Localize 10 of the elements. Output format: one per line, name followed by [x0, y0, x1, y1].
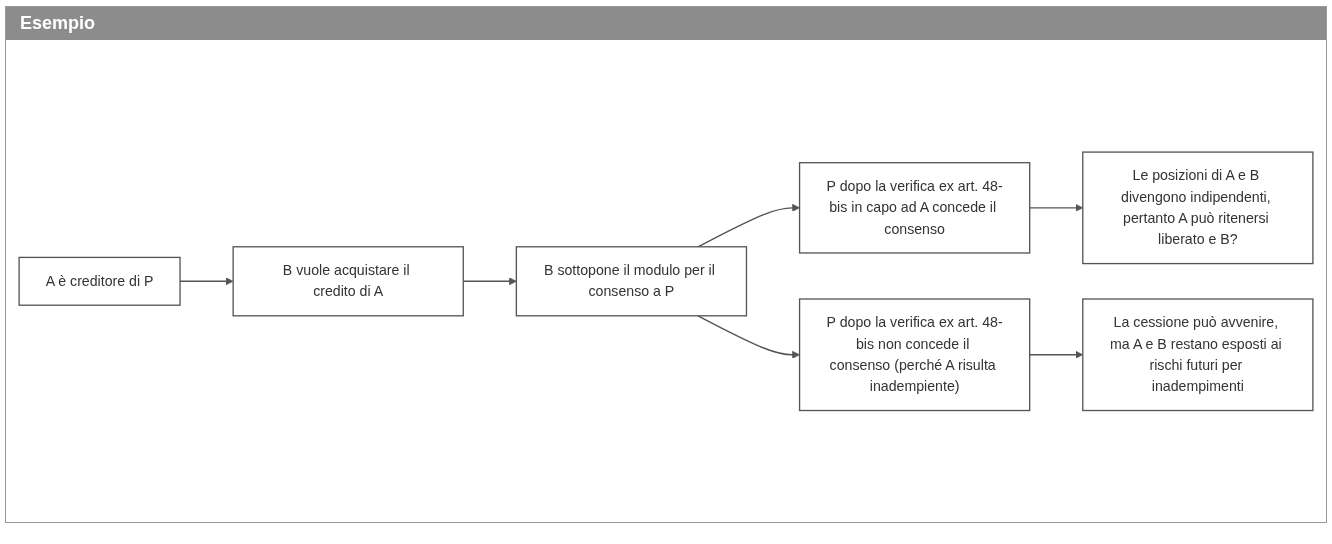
node-box: B vuole acquistare il credito di A: [232, 245, 464, 317]
node-box: La cessione può avvenire, ma A e B restano esposti ai rischi futuri per inadempimenti: [1082, 298, 1314, 411]
header-title: Esempio: [6, 7, 1326, 40]
arrow: [697, 314, 800, 359]
node-box: P dopo la verifica ex art. 48-bis non concede il consenso (perché A risulta inadempiente): [798, 298, 1031, 411]
node-box: P dopo la verifica ex art. 48-bis in capo ad A concede il consenso: [798, 161, 1031, 254]
node-box: Le posizioni di A e B divengono indipendenti, pertanto A può ritenersi liberato e B?: [1082, 151, 1314, 264]
node-box: A è creditore di P: [18, 256, 181, 306]
arrow: [697, 203, 800, 248]
node-box: B sottopone il modulo per il consenso a P: [515, 245, 748, 317]
